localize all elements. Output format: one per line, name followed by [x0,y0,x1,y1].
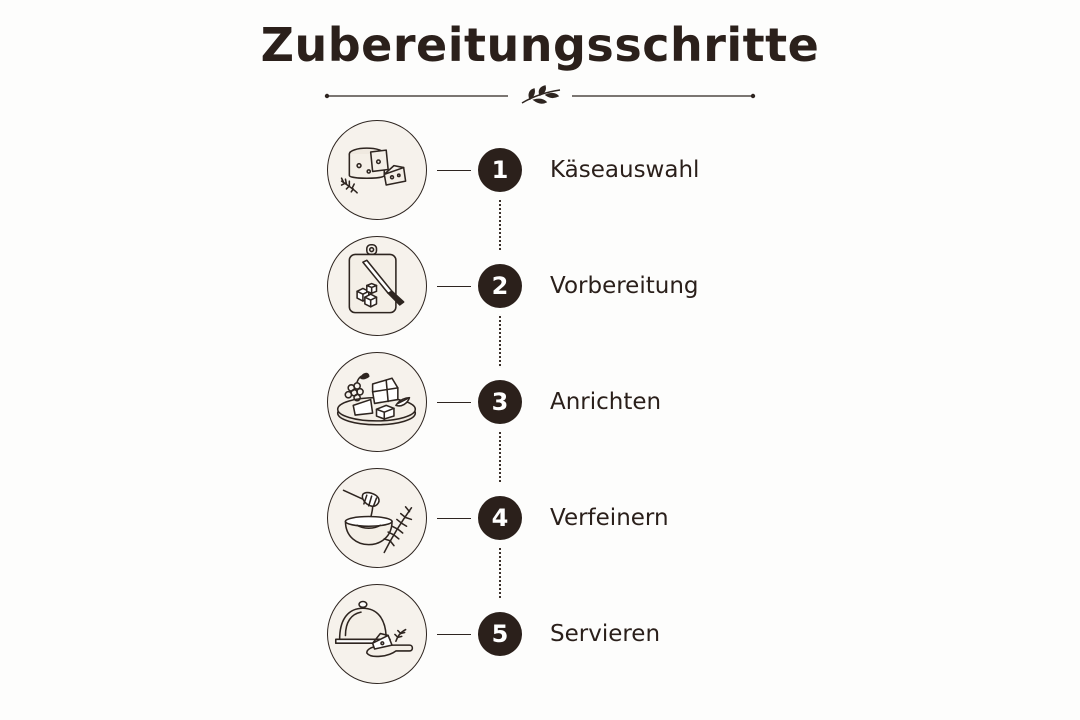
step-number-badge: 5 [478,612,522,656]
cutting-board-knife-icon [348,243,405,314]
serving-cloche-icon [334,600,414,658]
step-connector-line [437,170,471,171]
step-connector-line [437,402,471,403]
step-connector-line [437,518,471,519]
step-1: 1 Käseauswahl [0,120,1080,224]
step-connector-line [437,286,471,287]
connector-dots [499,200,503,250]
step-number-badge: 4 [478,496,522,540]
step-icon-circle [327,236,427,336]
step-label: Käseauswahl [550,157,700,183]
step-5: 5 Servieren [0,584,1080,688]
step-label: Vorbereitung [550,273,699,299]
page-title: Zubereitungsschritte [260,18,820,72]
step-icon-circle [327,468,427,568]
step-2: 2 Vorbereitung [0,236,1080,340]
title-divider [324,85,756,104]
cheese-platter-icon [336,372,417,426]
step-label: Anrichten [550,389,662,415]
step-label: Verfeinern [550,505,669,531]
step-3: 3 Anrichten [0,352,1080,456]
step-number-badge: 1 [478,148,522,192]
step-icon-circle [327,352,427,452]
step-connector-line [437,634,471,635]
step-number-badge: 3 [478,380,522,424]
leaf-sprig-icon [521,85,561,104]
step-icon-circle [327,120,427,220]
honey-dipper-bowl-icon [342,489,413,554]
connector-dots [499,548,503,598]
cheese-icon [340,147,407,194]
step-4: 4 Verfeinern [0,468,1080,572]
step-label: Servieren [550,621,661,647]
connector-dots [499,316,503,366]
step-number-badge: 2 [478,264,522,308]
connector-dots [499,432,503,482]
step-icon-circle [327,584,427,684]
